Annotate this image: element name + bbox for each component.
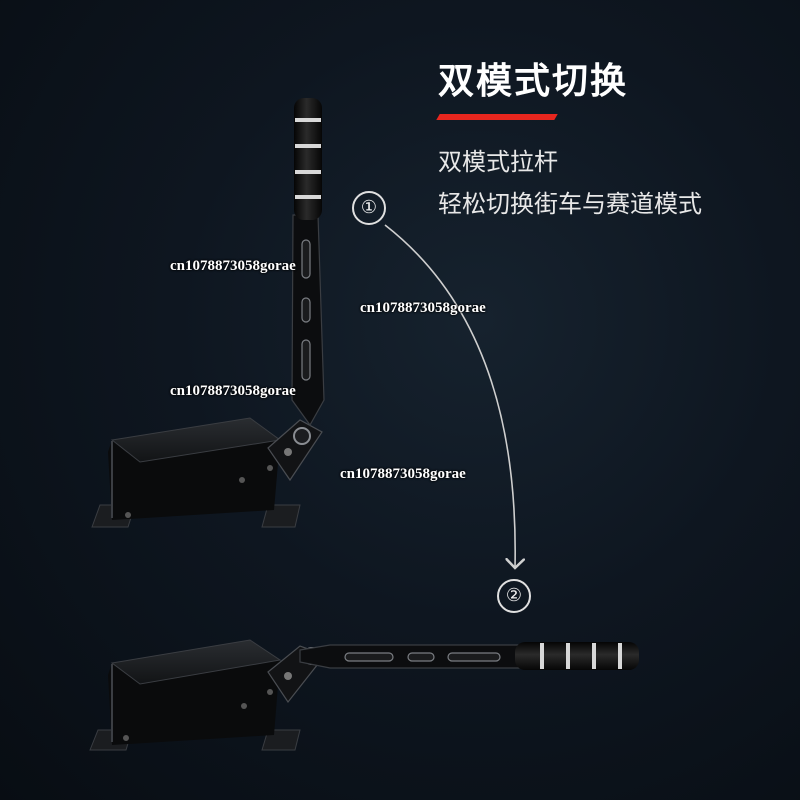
handbrake-vertical bbox=[91, 98, 325, 528]
curved-arrow bbox=[384, 224, 515, 568]
watermark: cn1078873058gorae bbox=[170, 383, 296, 399]
watermark: cn1078873058gorae bbox=[360, 300, 486, 316]
subtitle-line-1: 双模式拉杆 bbox=[438, 148, 558, 176]
subtitle-line-2: 轻松切换街车与赛道模式 bbox=[438, 190, 702, 218]
step-marker-2: ② bbox=[497, 579, 531, 613]
step-marker-1: ① bbox=[352, 191, 386, 225]
watermark: cn1078873058gorae bbox=[170, 258, 296, 274]
headline: 双模式切换 bbox=[438, 61, 629, 102]
watermark: cn1078873058gorae bbox=[340, 466, 466, 482]
handbrake-horizontal bbox=[89, 639, 639, 751]
accent-bar bbox=[436, 114, 558, 120]
